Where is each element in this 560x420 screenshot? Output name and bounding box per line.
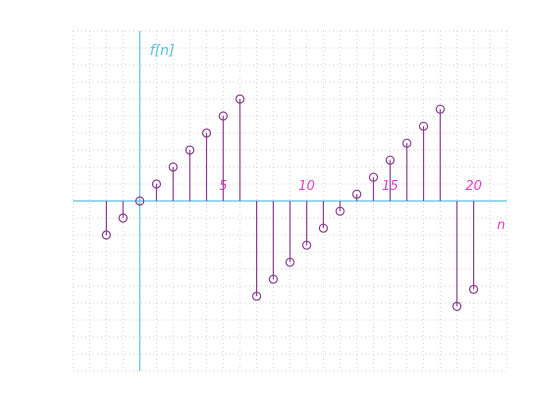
stem-marker <box>318 223 328 233</box>
stem-point <box>268 201 278 284</box>
stem-marker <box>168 162 178 172</box>
stem-series <box>101 94 479 311</box>
stem-point <box>201 128 212 201</box>
stem-point <box>151 179 162 201</box>
stem-marker <box>218 111 228 121</box>
stem-point <box>435 104 445 201</box>
stem-marker <box>452 301 462 311</box>
stem-point <box>285 201 295 267</box>
x-tick-label: 10 <box>298 179 315 194</box>
stem-point <box>385 155 395 201</box>
stem-point <box>452 201 462 311</box>
stem-marker <box>101 230 111 240</box>
stem-point <box>252 201 262 301</box>
stem-point <box>402 138 412 201</box>
stem-marker <box>185 145 195 155</box>
stem-marker <box>252 291 262 301</box>
stem-point <box>118 201 128 223</box>
stem-marker <box>135 196 145 206</box>
stem-point <box>352 189 362 201</box>
stem-point <box>418 121 429 201</box>
stem-marker <box>118 213 128 223</box>
stem-point <box>235 94 245 201</box>
stem-marker <box>335 206 345 216</box>
x-axis-label: n <box>497 218 505 233</box>
x-tick-labels: 5101520 <box>219 179 482 194</box>
stem-point <box>368 172 379 201</box>
stem-marker <box>352 189 362 199</box>
stem-marker <box>201 128 212 138</box>
x-tick-label: 20 <box>465 179 482 194</box>
grid <box>72 30 508 372</box>
y-axis-label: f[n] <box>150 43 175 59</box>
stem-marker <box>285 257 295 267</box>
stem-marker <box>418 121 429 131</box>
stem-marker <box>302 240 312 250</box>
stem-marker <box>151 179 162 189</box>
stem-point <box>469 201 479 294</box>
stem-marker <box>385 155 395 165</box>
stem-point <box>135 196 145 206</box>
stem-point <box>302 201 312 250</box>
stem-point <box>101 201 111 240</box>
stem-marker <box>368 172 379 182</box>
stem-marker <box>268 274 278 284</box>
stem-marker <box>469 284 479 294</box>
stem-point <box>335 201 345 216</box>
stem-marker <box>235 94 245 104</box>
stem-marker <box>402 138 412 148</box>
stem-point <box>185 145 195 201</box>
stem-marker <box>435 104 445 114</box>
stem-point <box>318 201 328 233</box>
stem-point <box>168 162 178 201</box>
stem-point <box>218 111 228 201</box>
